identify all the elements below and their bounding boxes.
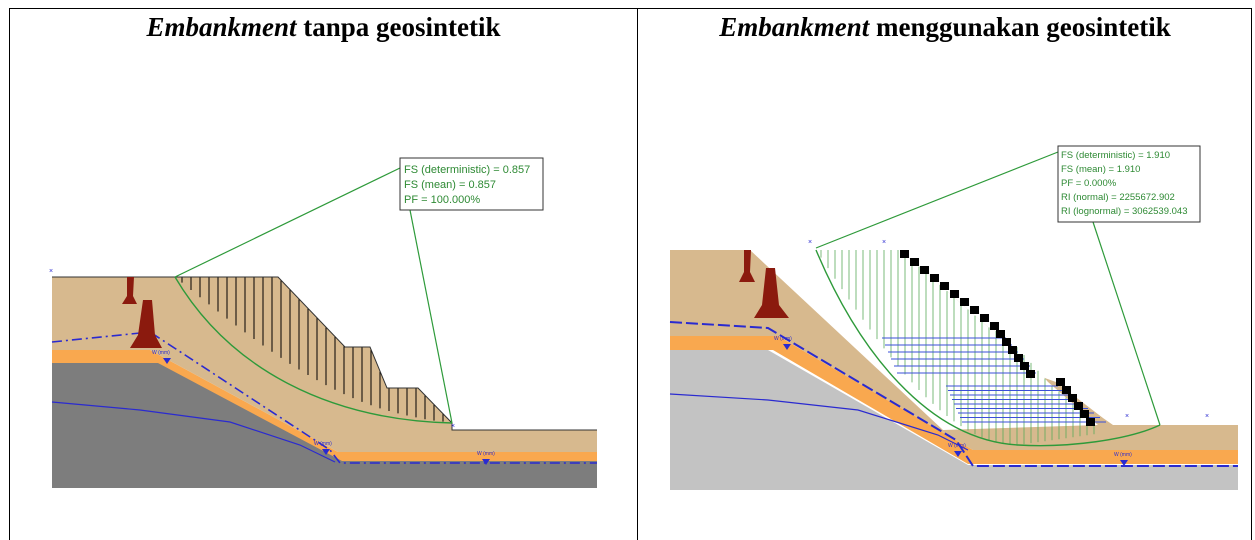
slide-mass-hatch xyxy=(181,277,444,422)
load-marker-large xyxy=(754,268,789,318)
result-line-pf: PF = 100.000% xyxy=(404,194,480,206)
figure-frame xyxy=(9,8,1252,540)
panel-divider xyxy=(637,8,638,540)
results-box xyxy=(399,157,544,211)
callout-leader-2 xyxy=(1092,221,1161,426)
result-line-fs-deterministic: FS (deterministic) = 0.857 xyxy=(404,164,530,176)
water-table-line xyxy=(51,331,597,464)
water-table-line xyxy=(669,321,1238,467)
result-line-fs-mean: FS (mean) = 0.857 xyxy=(404,179,496,191)
facing-block xyxy=(990,322,999,330)
water-marker: W (mm) xyxy=(774,336,792,350)
callout-leader-1 xyxy=(174,167,401,278)
left-slope-model: FS (deterministic) = 0.857 FS (mean) = 0… xyxy=(49,157,597,488)
geosynthetic-layers xyxy=(882,337,1036,374)
facing-block xyxy=(1086,418,1095,426)
slip-surface xyxy=(174,276,453,424)
slope-outline xyxy=(52,276,597,431)
axis-marker: × xyxy=(1125,413,1129,420)
light-soil-layer xyxy=(670,350,1238,490)
facing-block xyxy=(940,282,949,290)
facing-block xyxy=(980,314,989,322)
piezometric-line xyxy=(669,393,969,451)
water-marker: W (mm) xyxy=(1114,452,1132,466)
axis-marker: × xyxy=(1205,413,1209,420)
facing-block xyxy=(1068,394,1077,402)
callout-leader-2 xyxy=(409,209,453,424)
axis-marker: × xyxy=(451,423,455,430)
facing-block xyxy=(930,274,939,282)
load-marker-large xyxy=(130,300,162,348)
embankment-body xyxy=(52,277,597,452)
facing-block xyxy=(900,250,909,258)
facing-block xyxy=(1014,354,1023,362)
facing-block xyxy=(1020,362,1029,370)
axis-marker: × xyxy=(49,268,53,275)
facing-block xyxy=(1002,338,1011,346)
load-marker-small xyxy=(739,250,755,282)
facing-block xyxy=(1026,370,1035,378)
facing-block xyxy=(910,258,919,266)
load-marker-small xyxy=(122,277,137,304)
result-line-ri-lognormal: RI (lognormal) = 3062539.043 xyxy=(1061,206,1187,217)
water-marker: W (mm) xyxy=(477,451,495,465)
dark-soil-layer xyxy=(52,362,597,488)
facing-block xyxy=(1074,402,1083,410)
facing-block xyxy=(970,306,979,314)
callout-leader-1 xyxy=(815,151,1059,249)
result-line-fs-mean: FS (mean) = 1.910 xyxy=(1061,164,1140,175)
facing-block xyxy=(1080,410,1089,418)
water-marker: W (mm) xyxy=(152,350,171,364)
piezometric-line xyxy=(51,401,336,463)
result-line-ri-normal: RI (normal) = 2255672.902 xyxy=(1061,192,1175,203)
facing-block xyxy=(950,290,959,298)
svg-text:W (mm): W (mm) xyxy=(948,443,966,449)
sand-layer xyxy=(52,350,597,461)
facing-block xyxy=(960,298,969,306)
svg-text:W (mm): W (mm) xyxy=(477,451,495,457)
water-marker: W (mm) xyxy=(948,443,966,457)
geosynthetic-layers xyxy=(946,385,1106,423)
svg-text:W (mm): W (mm) xyxy=(152,350,170,356)
facing-block xyxy=(1062,386,1071,394)
svg-text:W (mm): W (mm) xyxy=(1114,452,1132,458)
left-panel-title: Embankment tanpa geosintetik xyxy=(146,12,501,42)
axis-marker: × xyxy=(808,239,812,246)
axis-marker: × xyxy=(882,239,886,246)
result-line-fs-deterministic: FS (deterministic) = 1.910 xyxy=(1061,150,1170,161)
facing-block xyxy=(1056,378,1065,386)
result-line-pf: PF = 0.000% xyxy=(1061,178,1117,189)
facing-blocks xyxy=(900,250,1095,426)
water-marker: W (mm) xyxy=(314,441,332,455)
facing-block xyxy=(920,266,929,274)
slip-surface xyxy=(815,249,1161,447)
facing-block xyxy=(996,330,1005,338)
facing-block xyxy=(1008,346,1017,354)
sand-layer xyxy=(670,336,1238,464)
right-slope-model: FS (deterministic) = 1.910 FS (mean) = 1… xyxy=(669,145,1238,490)
svg-text:W (mm): W (mm) xyxy=(314,441,332,447)
right-panel-title: Embankment menggunakan geosintetik xyxy=(719,12,1171,42)
svg-text:W (mm): W (mm) xyxy=(774,336,792,342)
results-box xyxy=(1057,145,1201,223)
